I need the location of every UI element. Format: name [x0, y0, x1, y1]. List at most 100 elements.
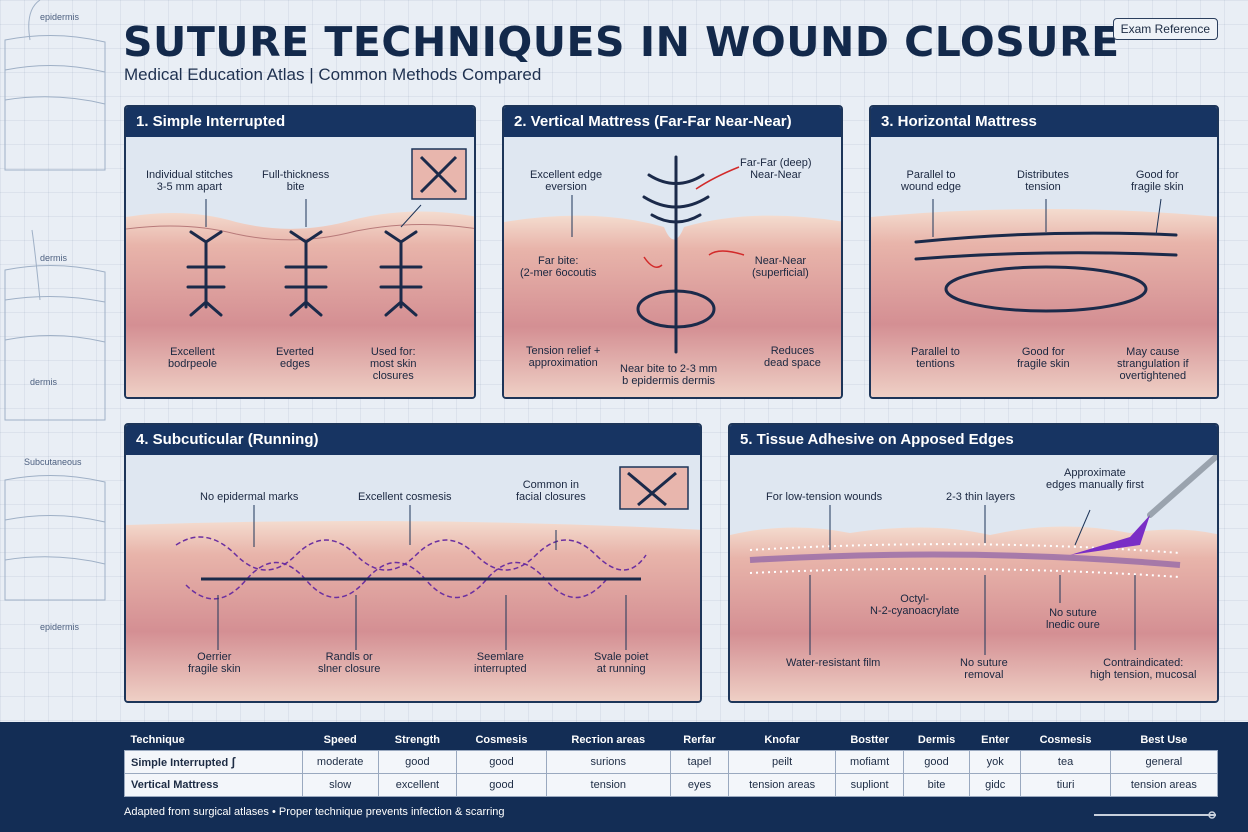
annotation-label: Far-Far (deep)Near-Near	[740, 157, 812, 181]
column-header: Bostter	[836, 730, 904, 751]
table-cell: eyes	[670, 774, 728, 797]
table-cell: slow	[302, 774, 378, 797]
column-header: Technique	[125, 730, 303, 751]
table-cell: bite	[904, 774, 970, 797]
column-header: Cosmesis	[1021, 730, 1110, 751]
table-cell: mofiamt	[836, 751, 904, 774]
table-cell: tension	[546, 774, 670, 797]
table-row: Vertical Mattress slow excellent good te…	[125, 774, 1218, 797]
annotation-label: Far bite:(2-mer 6ocoutis	[520, 255, 596, 279]
table-cell: good	[457, 774, 546, 797]
comparison-table: Technique Speed Strength Cosmesis Rестio…	[124, 730, 1218, 797]
skin-cross-section	[126, 521, 702, 703]
table-cell: moderate	[302, 751, 378, 774]
panel-title: 3. Horizontal Mattress	[871, 107, 1217, 137]
column-header: Cosmesis	[457, 730, 546, 751]
page-subtitle: Medical Education Atlas | Common Methods…	[124, 65, 541, 85]
table-cell: good	[904, 751, 970, 774]
annotation-label: For low-tension wounds	[766, 491, 882, 503]
panel-title: 5. Tissue Adhesive on Apposed Edges	[730, 425, 1217, 455]
panel-tissue-adhesive: 5. Tissue Adhesive on Apposed Edges For …	[728, 423, 1219, 703]
table-header-row: Technique Speed Strength Cosmesis Rестio…	[125, 730, 1218, 751]
annotation-label: Distributestension	[1017, 169, 1069, 193]
annotation-label: Octyl-N-2-cyanoacrylate	[870, 593, 959, 617]
side-label: dermis	[40, 253, 67, 263]
table-cell: tiuri	[1021, 774, 1110, 797]
table-cell-text: Simple Interrupted	[131, 757, 228, 769]
panel-vertical-mattress: 2. Vertical Mattress (Far-Far Near-Near)…	[502, 105, 843, 399]
side-label: epidermis	[40, 12, 79, 22]
table-cell: Simple Interrupted ʃ	[125, 751, 303, 774]
annotation-label: No epidermal marks	[200, 491, 298, 503]
panel-subcuticular: 4. Subcuticular (Running) No epidermal m…	[124, 423, 702, 703]
table-cell: supliont	[836, 774, 904, 797]
suture-needle-icon	[1090, 808, 1220, 822]
table-cell: surions	[546, 751, 670, 774]
annotation-label: Approximateedges manually first	[1046, 467, 1144, 491]
annotation-label: 2-3 thin layers	[946, 491, 1015, 503]
table-cell: good	[457, 751, 546, 774]
panel-title: 1. Simple Interrupted	[126, 107, 474, 137]
column-header: Rerfar	[670, 730, 728, 751]
page-title: Suture Techniques in Wound Closure	[123, 18, 1120, 66]
annotation-label: Contraindicated:high tension, mucosal	[1090, 657, 1196, 681]
table-cell: tension areas	[1110, 774, 1217, 797]
annotation-label: Excellent cosmesis	[358, 491, 452, 503]
annotation-label: Near-Near(superficial)	[752, 255, 809, 279]
column-header: Rестion areas	[546, 730, 670, 751]
table-cell: tapel	[670, 751, 728, 774]
side-label: epidermis	[40, 622, 79, 632]
panel-title: 4. Subcuticular (Running)	[126, 425, 700, 455]
column-header: Knofar	[729, 730, 836, 751]
table-cell: excellent	[378, 774, 457, 797]
table-cell: gidc	[970, 774, 1021, 797]
table-cell: tea	[1021, 751, 1110, 774]
table-cell: general	[1110, 751, 1217, 774]
annotation-label: Seemlareinterrupted	[474, 651, 527, 675]
column-header: Dermis	[904, 730, 970, 751]
panel-simple-interrupted: 1. Simple Interrupted Individual stitche…	[124, 105, 476, 399]
needle-icon: ʃ	[231, 755, 235, 769]
column-header: Speed	[302, 730, 378, 751]
column-header: Best Use	[1110, 730, 1217, 751]
panel-title: 2. Vertical Mattress (Far-Far Near-Near)	[504, 107, 841, 137]
table-cell: good	[378, 751, 457, 774]
table-cell: Vertical Mattress	[125, 774, 303, 797]
table-cell: tension areas	[729, 774, 836, 797]
footnote: Adapted from surgical atlases • Proper t…	[124, 806, 505, 818]
exam-reference-badge[interactable]: Exam Reference	[1113, 18, 1218, 40]
column-header: Enter	[970, 730, 1021, 751]
annotation-label: Water-resistant film	[786, 657, 880, 669]
side-label: dermis	[30, 377, 57, 387]
anatomy-side-strip: epidermis dermis dermis Subcutaneous epi…	[0, 0, 118, 720]
column-header: Strength	[378, 730, 457, 751]
side-label: Subcutaneous	[24, 457, 82, 467]
table-row: Simple Interrupted ʃ moderate good good …	[125, 751, 1218, 774]
table-cell: yok	[970, 751, 1021, 774]
knot-inset	[412, 149, 466, 199]
skin-layer-sketches	[0, 0, 118, 720]
annotation-label: Tension relief +approximation	[526, 345, 600, 369]
knot-inset	[620, 467, 688, 509]
table-cell: peilt	[729, 751, 836, 774]
